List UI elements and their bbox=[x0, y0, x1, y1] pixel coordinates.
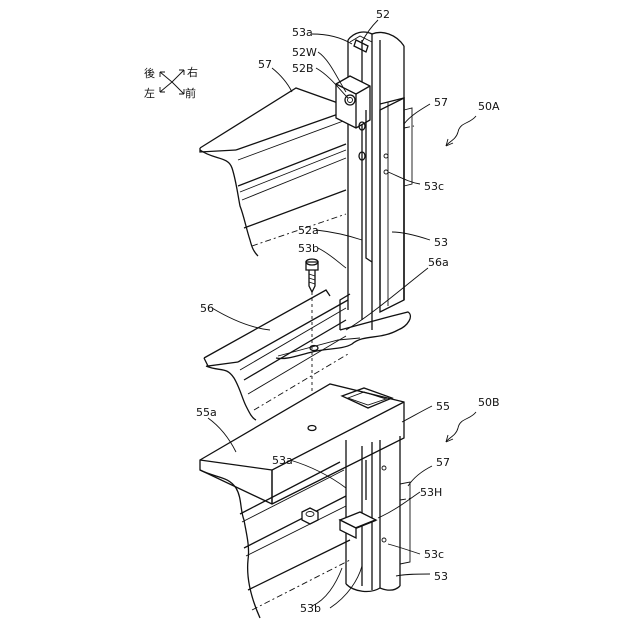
label-57-left: 57 bbox=[258, 58, 272, 71]
label-52: 52 bbox=[376, 8, 390, 21]
label-52W: 52W bbox=[292, 46, 317, 59]
label-50A: 50A bbox=[478, 100, 500, 113]
lower-unit-50B bbox=[200, 384, 412, 618]
upper-unit-50A bbox=[200, 32, 414, 330]
label-55a: 55a bbox=[196, 406, 217, 419]
label-53a-bottom: 53a bbox=[272, 454, 293, 467]
label-53-bottom: 53 bbox=[434, 570, 448, 583]
label-52a: 52a bbox=[298, 224, 319, 237]
label-57-top-right: 57 bbox=[434, 96, 448, 109]
label-53H: 53H bbox=[420, 486, 442, 499]
orientation-right-label: 右 bbox=[187, 65, 198, 79]
orientation-left-label: 左 bbox=[144, 87, 155, 100]
label-53c-top: 53c bbox=[424, 180, 444, 193]
orientation-front-label: 前 bbox=[185, 86, 196, 100]
label-52B: 52B bbox=[292, 62, 314, 75]
label-55: 55 bbox=[436, 400, 450, 413]
label-53b-top: 53b bbox=[298, 242, 319, 255]
label-56a: 56a bbox=[428, 256, 449, 269]
label-53a-top: 53a bbox=[292, 26, 313, 39]
orientation-indicator: 後 右 左 前 bbox=[144, 65, 198, 100]
orientation-rear-label: 後 bbox=[144, 66, 155, 80]
label-53-top: 53 bbox=[434, 236, 448, 249]
unit-arrows bbox=[446, 116, 476, 442]
label-53b-bottom: 53b bbox=[300, 602, 321, 615]
label-50B: 50B bbox=[478, 396, 500, 409]
label-53c-bottom: 53c bbox=[424, 548, 444, 561]
label-57-bottom: 57 bbox=[436, 456, 450, 469]
label-56: 56 bbox=[200, 302, 214, 315]
